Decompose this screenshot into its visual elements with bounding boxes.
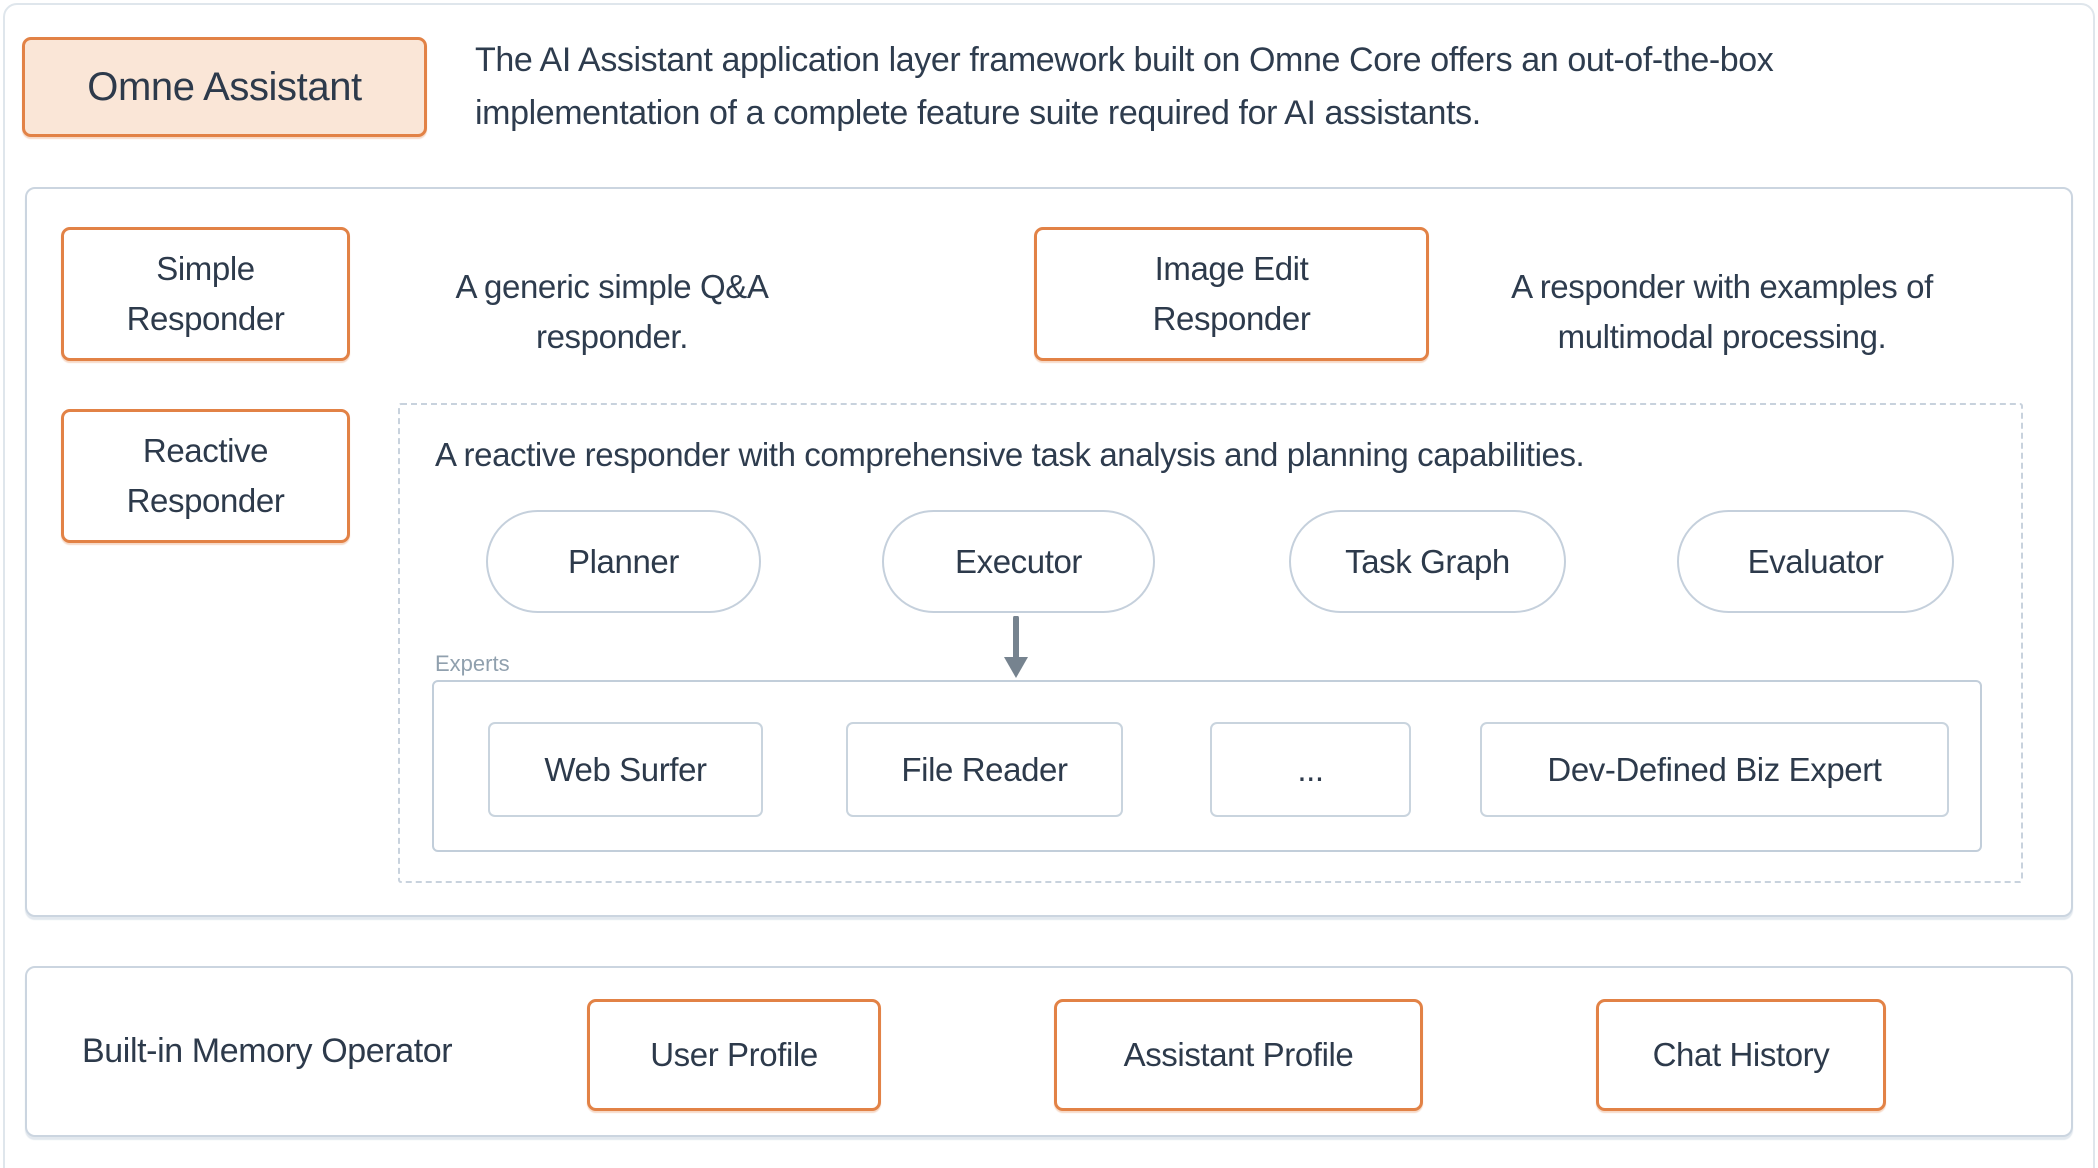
node-executor-label: Executor (954, 542, 1083, 580)
simple-responder-description-text: A generic simple Q&A responder. (455, 268, 769, 355)
image-edit-responder-description: A responder with examples of multimodal … (1462, 232, 1982, 392)
node-web-surfer: Web Surfer (488, 722, 763, 817)
memory-panel-label-text: Built-in Memory Operator (82, 1032, 453, 1070)
node-more-experts-label: ... (1297, 750, 1324, 788)
node-planner: Planner (486, 510, 761, 613)
image-edit-responder-description-text: A responder with examples of multimodal … (1511, 268, 1933, 355)
experts-container: Web Surfer File Reader ... Dev-Defined B… (432, 680, 1982, 852)
experts-group-label-text: Experts (435, 651, 510, 676)
reactive-responder-container: A reactive responder with comprehensive … (398, 403, 2023, 883)
node-simple-responder-label: Simple Responder (126, 250, 285, 337)
node-assistant-profile-label: Assistant Profile (1123, 1036, 1354, 1073)
node-user-profile: User Profile (587, 999, 881, 1111)
executor-to-experts-arrow (997, 615, 1035, 678)
node-planner-label: Planner (568, 542, 679, 580)
node-chat-history-label: Chat History (1652, 1036, 1830, 1073)
header-description: The AI Assistant application layer frame… (475, 33, 2035, 141)
node-executor: Executor (882, 510, 1155, 613)
experts-group-label: Experts (435, 651, 510, 677)
responders-panel: Simple Responder A generic simple Q&A re… (25, 187, 2073, 917)
memory-panel-label: Built-in Memory Operator (82, 968, 532, 1135)
omne-assistant-title-box: Omne Assistant (22, 37, 427, 137)
reactive-responder-description-text: A reactive responder with comprehensive … (435, 436, 1585, 473)
node-reactive-responder: Reactive Responder (61, 409, 350, 543)
node-dev-defined-biz-expert: Dev-Defined Biz Expert (1480, 722, 1949, 817)
memory-panel: Built-in Memory Operator User Profile As… (25, 966, 2073, 1137)
node-image-edit-responder-label: Image Edit Responder (1152, 250, 1311, 337)
node-evaluator-label: Evaluator (1747, 542, 1884, 580)
page-title: Omne Assistant (87, 64, 362, 109)
node-file-reader-label: File Reader (901, 750, 1068, 788)
node-user-profile-label: User Profile (650, 1036, 818, 1073)
node-simple-responder: Simple Responder (61, 227, 350, 361)
reactive-responder-description: A reactive responder with comprehensive … (435, 432, 1995, 478)
header-description-text: The AI Assistant application layer frame… (475, 41, 1774, 132)
node-web-surfer-label: Web Surfer (544, 750, 707, 788)
simple-responder-description: A generic simple Q&A responder. (402, 232, 822, 392)
node-file-reader: File Reader (846, 722, 1123, 817)
node-reactive-responder-label: Reactive Responder (126, 432, 285, 519)
node-dev-defined-biz-expert-label: Dev-Defined Biz Expert (1547, 750, 1882, 788)
node-chat-history: Chat History (1596, 999, 1886, 1111)
node-task-graph: Task Graph (1289, 510, 1566, 613)
node-evaluator: Evaluator (1677, 510, 1954, 613)
down-arrow-icon (1004, 615, 1028, 678)
node-more-experts: ... (1210, 722, 1411, 817)
node-task-graph-label: Task Graph (1345, 542, 1510, 580)
node-image-edit-responder: Image Edit Responder (1034, 227, 1429, 361)
node-assistant-profile: Assistant Profile (1054, 999, 1423, 1111)
